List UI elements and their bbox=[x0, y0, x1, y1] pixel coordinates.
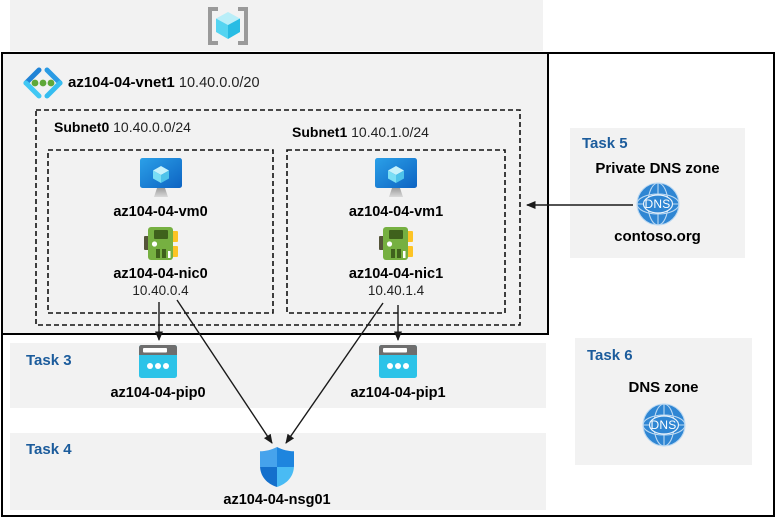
vm1-icon bbox=[375, 158, 417, 197]
vnet-name: az104-04-vnet1 bbox=[68, 74, 175, 91]
vm0-name: az104-04-vm0 bbox=[113, 204, 208, 220]
task6-label: Task 6 bbox=[587, 347, 633, 364]
pip1-icon bbox=[379, 345, 417, 378]
nsg-group: az104-04-nsg01 bbox=[197, 446, 357, 509]
vnet-cidr: 10.40.0.0/20 bbox=[178, 75, 260, 91]
vm0-group: az104-04-vm0 az104-04-nic0 10.40.0.4 bbox=[48, 156, 273, 299]
resource-group-band bbox=[10, 0, 543, 51]
nsg-shield-icon bbox=[260, 447, 294, 487]
pip0-icon bbox=[139, 345, 177, 378]
task5-zone-name: contoso.org bbox=[614, 228, 701, 245]
dns-zone-icon: DNS bbox=[641, 403, 686, 447]
pip0-name: az104-04-pip0 bbox=[110, 385, 206, 401]
dns-icon-text: DNS bbox=[650, 418, 677, 432]
task3-label: Task 3 bbox=[26, 352, 72, 369]
nic0-icon bbox=[143, 227, 178, 260]
vnet-icon bbox=[22, 66, 64, 105]
nic1-ip: 10.40.1.4 bbox=[367, 283, 425, 298]
subnet0-name: Subnet0 bbox=[54, 119, 110, 135]
nic0-name: az104-04-nic0 bbox=[113, 266, 208, 282]
nsg-name: az104-04-nsg01 bbox=[223, 492, 331, 508]
task6-title: DNS zone bbox=[628, 379, 699, 396]
task5-label: Task 5 bbox=[582, 135, 628, 152]
task4-label: Task 4 bbox=[26, 441, 72, 458]
nic1-icon bbox=[379, 227, 413, 260]
nic1-name: az104-04-nic1 bbox=[348, 266, 444, 282]
task6-box: Task 6 DNS zone DNS bbox=[575, 338, 752, 465]
dns-icon-text: DNS bbox=[644, 197, 671, 211]
subnet1-name: Subnet1 bbox=[292, 124, 348, 140]
vm1-name: az104-04-vm1 bbox=[348, 204, 444, 220]
nic0-ip: 10.40.0.4 bbox=[132, 283, 189, 298]
subnet1-cidr: 10.40.1.0/24 bbox=[351, 124, 429, 140]
task5-title: Private DNS zone bbox=[595, 160, 720, 177]
pip1-name: az104-04-pip1 bbox=[350, 385, 446, 401]
vm0-icon bbox=[139, 158, 182, 197]
private-dns-zone-icon: DNS bbox=[635, 182, 680, 226]
task3-band bbox=[10, 343, 546, 408]
subnet0-cidr: 10.40.0.0/24 bbox=[113, 119, 191, 135]
pip1-group: az104-04-pip1 bbox=[318, 345, 478, 402]
vm1-group: az104-04-vm1 az104-04-nic1 10.40.1.4 bbox=[287, 156, 505, 299]
pip0-group: az104-04-pip0 bbox=[78, 345, 238, 402]
resource-group-icon bbox=[203, 5, 253, 52]
task5-box: Task 5 Private DNS zone DNS contos bbox=[570, 128, 745, 258]
